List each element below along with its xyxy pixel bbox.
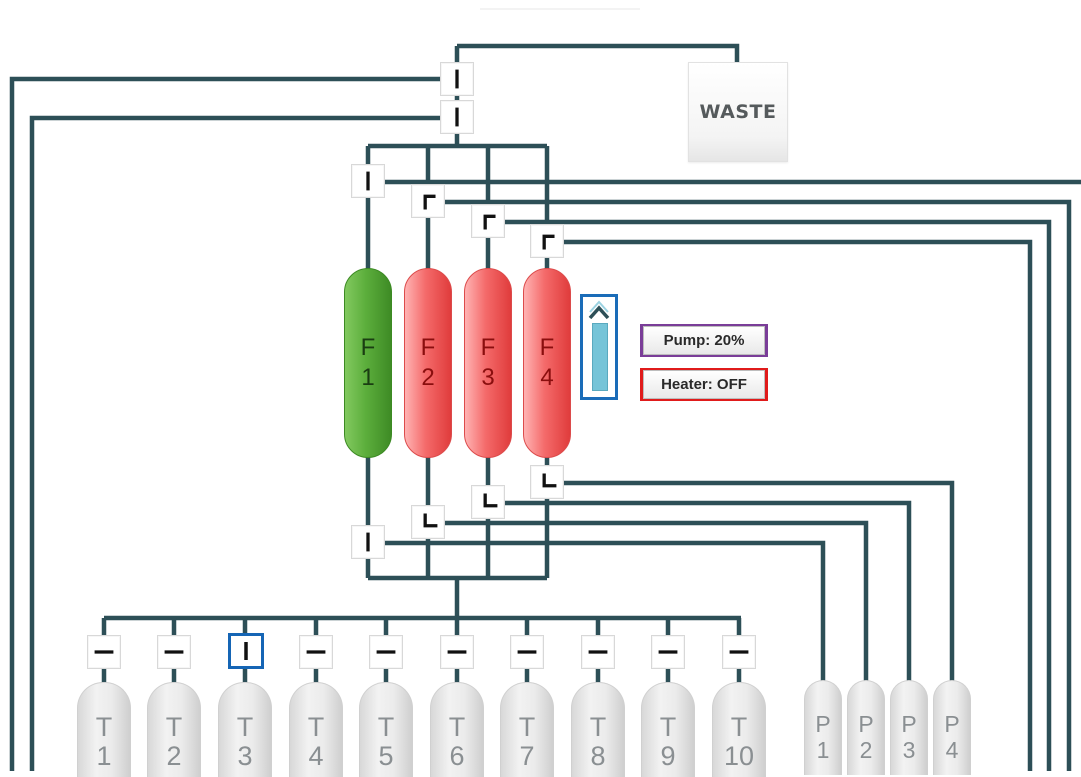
pipe-return-outer-left [9,76,457,771]
filter-f3-letter: F [480,334,496,361]
pipe-to-p3 [488,500,912,686]
valve-f1-out[interactable] [351,525,385,559]
pump-level-bar [592,323,608,391]
valve-t8[interactable] [581,635,615,669]
valve-t6[interactable] [440,635,474,669]
tank-t1-number: 1 [96,741,112,771]
valve-f3-in[interactable] [471,204,505,238]
valve-f3-out[interactable] [471,485,505,519]
pipe-f4-out-right [547,239,1033,771]
tank-t10-letter: T [730,712,748,742]
pipe-to-p4 [547,480,955,686]
pipe-to-p2 [428,520,869,686]
pool-p1-number: 1 [816,737,830,763]
filter-f2-number: 2 [421,364,435,391]
pump-status-badge[interactable]: Pump: 20% [640,324,768,357]
pool-p2-number: 2 [859,737,873,763]
tank-t1-letter: T [95,712,113,742]
filter-f3-number: 3 [481,364,495,391]
valve-t4[interactable] [299,635,333,669]
filter-f3[interactable]: F 3 [464,268,512,458]
valve-return-2[interactable] [440,100,474,134]
valve-f1-in[interactable] [351,164,385,198]
valve-t10[interactable] [722,635,756,669]
pipe-to-p1 [368,540,826,686]
pool-p3-number: 3 [902,737,916,763]
tank-t9-number: 9 [660,741,676,771]
tank-t5-letter: T [377,712,395,742]
chevron-up-icon [588,300,610,320]
pipe-waste [457,43,740,64]
filter-f2[interactable]: F 2 [404,268,452,458]
tank-t2-letter: T [165,712,183,742]
pipe-f2-out-right [428,199,1072,771]
valve-t3[interactable] [228,633,264,669]
heater-status-label: Heater: OFF [661,376,747,393]
valve-f4-out[interactable] [530,465,564,499]
tank-t3-letter: T [236,712,254,742]
valve-t5[interactable] [369,635,403,669]
tank-t7-number: 7 [519,741,535,771]
tank-t2-number: 2 [166,741,182,771]
valve-f2-in[interactable] [411,184,445,218]
valve-t2[interactable] [157,635,191,669]
valve-return-1[interactable] [440,62,474,96]
tank-t4-number: 4 [308,741,324,771]
pool-p4-letter: P [944,711,960,737]
pipe-return-inner-left [29,115,457,771]
heater-status-badge[interactable]: Heater: OFF [640,368,768,401]
waste-label: WASTE [699,101,777,123]
filter-f4[interactable]: F 4 [523,268,571,458]
pump-status-label: Pump: 20% [663,332,745,349]
waste-tank[interactable]: WASTE [688,62,788,162]
tank-t10-number: 10 [723,741,755,771]
tank-t8-letter: T [589,712,607,742]
valve-t7[interactable] [510,635,544,669]
pipe-f3-out-right [488,219,1052,771]
tank-t6-number: 6 [449,741,465,771]
pool-p2-letter: P [858,711,874,737]
pool-p3-letter: P [901,711,917,737]
valve-t9[interactable] [651,635,685,669]
valve-f2-out[interactable] [411,505,445,539]
valve-f4-in[interactable] [530,224,564,258]
filter-f1-number: 1 [361,364,375,391]
tank-t7-letter: T [518,712,536,742]
pump-speed-control[interactable] [580,294,618,400]
filter-f4-number: 4 [540,364,554,391]
tank-t8-number: 8 [590,741,606,771]
filter-f2-letter: F [420,334,436,361]
pool-p4-number: 4 [945,737,959,763]
tank-t4-letter: T [307,712,325,742]
top-faint-bar [480,8,640,10]
tank-t6-letter: T [448,712,466,742]
filter-f1-letter: F [360,334,376,361]
pool-p1-letter: P [815,711,831,737]
filter-f1[interactable]: F 1 [344,268,392,458]
tank-t5-number: 5 [378,741,394,771]
valve-t1[interactable] [87,635,121,669]
tank-t3-number: 3 [237,741,253,771]
filter-f4-letter: F [539,334,555,361]
tank-t9-letter: T [659,712,677,742]
